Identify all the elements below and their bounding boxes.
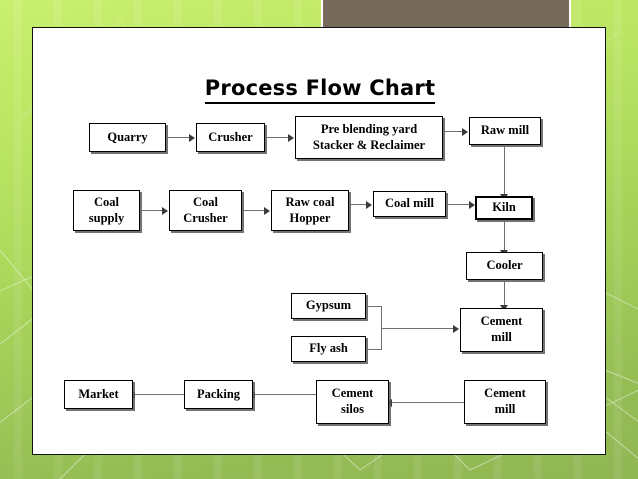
- content-page: Process Flow Chart Quarry Crusher Pre bl…: [32, 27, 606, 455]
- node-pre-blending-yard[interactable]: Pre blending yard Stacker & Reclaimer: [295, 116, 443, 159]
- page-title: Process Flow Chart: [33, 76, 605, 104]
- arrowhead-coalsupply-coalcrusher: [162, 206, 168, 215]
- arrowhead-quarry-crusher: [189, 133, 195, 142]
- node-fly-ash[interactable]: Fly ash: [291, 336, 366, 362]
- node-coal-supply[interactable]: Coal supply: [73, 190, 140, 231]
- node-label-line1: Cement: [484, 386, 526, 401]
- edge-rawcoalhopper-coalmill: [349, 204, 368, 206]
- node-label: Market: [78, 386, 119, 401]
- edge-cementmill2-cementsilos: [391, 402, 464, 404]
- node-label-line1: Cement: [331, 386, 374, 401]
- node-label: Crusher: [208, 129, 253, 144]
- edge-gypsum-junction: [366, 306, 382, 308]
- node-raw-mill[interactable]: Raw mill: [469, 117, 541, 145]
- node-quarry[interactable]: Quarry: [89, 123, 166, 152]
- node-label-line1: Cement: [480, 314, 523, 329]
- arrowhead-rawcoalhopper-coalmill: [366, 200, 372, 209]
- node-label-line1: Raw coal: [285, 194, 335, 209]
- node-label: Fly ash: [309, 341, 348, 356]
- node-cement-mill-secondary[interactable]: Cement mill: [464, 380, 546, 424]
- node-label-line1: Coal: [94, 194, 119, 209]
- edge-coalsupply-coalcrusher: [140, 210, 164, 212]
- edge-rawmill-kiln: [504, 145, 506, 197]
- node-label: Kiln: [492, 200, 516, 215]
- node-label-line2: silos: [341, 402, 364, 416]
- node-label: Coal mill: [385, 196, 434, 211]
- arrowhead-coalcrusher-rawcoalhopper: [264, 206, 270, 215]
- node-crusher[interactable]: Crusher: [196, 123, 265, 152]
- arrowhead-crusher-preblending: [288, 133, 294, 142]
- node-label-line2: Stacker & Reclaimer: [312, 137, 426, 152]
- node-label: Cooler: [486, 258, 523, 273]
- node-coal-crusher[interactable]: Coal Crusher: [169, 190, 242, 231]
- edge-packing-market: [133, 394, 184, 396]
- edge-quarry-crusher: [166, 137, 191, 139]
- node-cement-silos[interactable]: Cement silos: [316, 380, 389, 424]
- node-packing[interactable]: Packing: [184, 380, 253, 409]
- page-title-text: Process Flow Chart: [204, 76, 436, 104]
- node-cooler[interactable]: Cooler: [466, 252, 543, 280]
- node-kiln[interactable]: Kiln: [475, 196, 533, 220]
- node-cement-mill-primary[interactable]: Cement mill: [460, 308, 543, 352]
- node-gypsum[interactable]: Gypsum: [291, 293, 366, 319]
- arrowhead-coalmill-kiln: [469, 200, 475, 209]
- node-label-line2: Crusher: [183, 210, 228, 225]
- node-label-line2: mill: [494, 402, 516, 416]
- edge-cementsilos-packing: [253, 394, 316, 396]
- arrowhead-merge-cementmill: [453, 324, 459, 333]
- node-label-line2: Hopper: [289, 210, 331, 225]
- node-label: Packing: [196, 386, 241, 401]
- node-label: Quarry: [107, 129, 148, 144]
- node-label-line1: Coal: [193, 194, 218, 209]
- edge-merge-cementmill: [381, 328, 455, 330]
- node-coal-mill[interactable]: Coal mill: [373, 191, 446, 217]
- edge-crusher-preblending: [265, 137, 290, 139]
- node-label: Gypsum: [305, 298, 352, 313]
- edge-coalmill-kiln: [446, 204, 471, 206]
- node-label-line1: Pre blending yard: [320, 121, 418, 136]
- arrowhead-preblending-rawmill: [462, 127, 468, 136]
- node-raw-coal-hopper[interactable]: Raw coal Hopper: [271, 190, 349, 231]
- node-label-line2: mill: [491, 330, 512, 344]
- edge-kiln-cooler: [504, 220, 506, 253]
- edge-cooler-cementmill: [504, 280, 506, 308]
- edge-preblending-rawmill: [443, 131, 464, 133]
- edge-coalcrusher-rawcoalhopper: [242, 210, 266, 212]
- arrowhead-cementmill2-cementsilos: [386, 398, 392, 407]
- node-market[interactable]: Market: [64, 380, 133, 409]
- node-label-line2: supply: [88, 210, 125, 225]
- edge-flyash-junction: [366, 349, 382, 351]
- node-label: Raw mill: [480, 123, 530, 138]
